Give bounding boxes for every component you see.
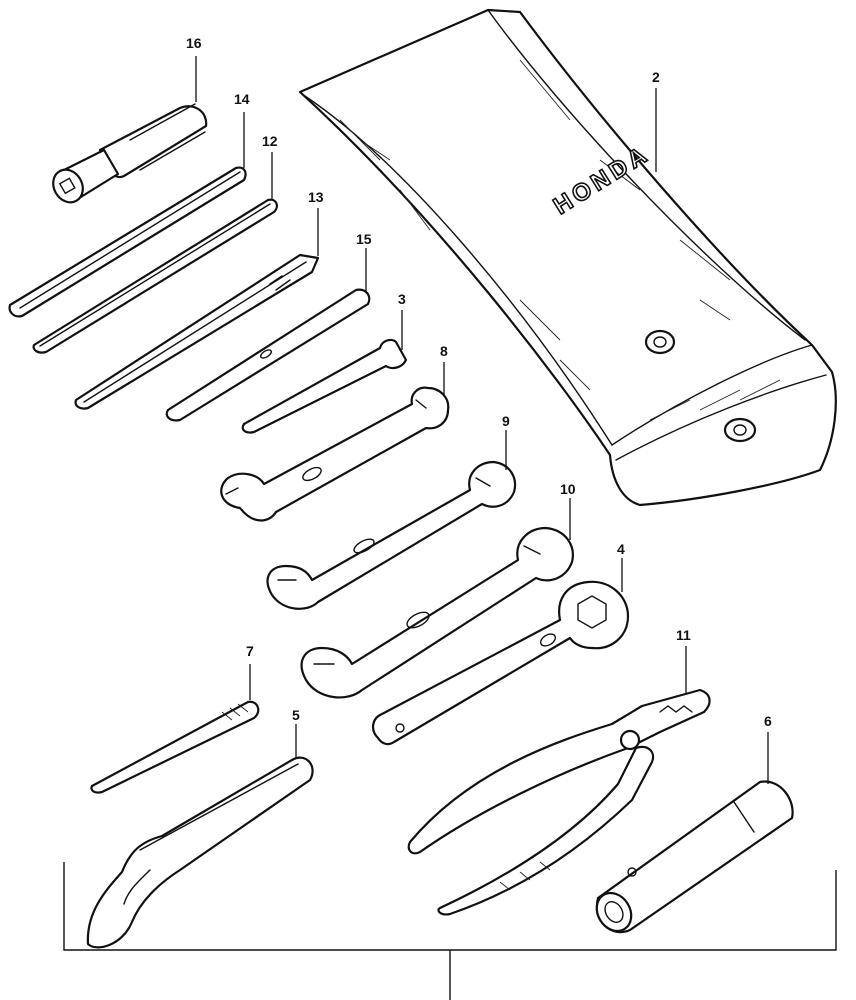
callout-3: 3 <box>398 291 406 307</box>
snap-button-upper <box>644 329 676 355</box>
flat-bar <box>165 288 371 422</box>
callout-13: 13 <box>308 189 324 205</box>
callout-9: 9 <box>502 413 510 429</box>
callout-14: 14 <box>234 91 250 107</box>
open-end-wrench-9 <box>266 460 517 610</box>
small-wrench <box>241 338 408 434</box>
pliers <box>407 688 711 916</box>
tool-bag: HONDA <box>298 8 837 507</box>
open-end-wrench-10 <box>300 526 574 699</box>
callout-labels: 16 14 12 13 15 3 8 9 10 4 11 7 5 6 2 <box>186 35 772 729</box>
screwdriver-blade-flat <box>8 166 247 318</box>
hook-spanner <box>86 756 314 949</box>
socket-wrench <box>595 780 794 934</box>
callout-2: 2 <box>652 69 660 85</box>
callout-15: 15 <box>356 231 372 247</box>
callout-12: 12 <box>262 133 278 149</box>
screwdriver-blade-phillips <box>32 198 278 354</box>
callout-4: 4 <box>617 541 625 557</box>
callout-6: 6 <box>764 713 772 729</box>
snap-button-lower <box>723 417 757 443</box>
callout-7: 7 <box>246 643 254 659</box>
assembly-bracket <box>63 862 837 1000</box>
callout-11: 11 <box>676 627 691 643</box>
open-end-wrench-8 <box>220 386 450 522</box>
screwdriver-long <box>74 253 320 410</box>
callout-16: 16 <box>186 35 202 51</box>
screwdriver-handle <box>52 103 208 204</box>
callout-5: 5 <box>292 707 300 723</box>
box-wrench <box>372 580 630 746</box>
leader-lines <box>195 56 769 784</box>
flat-blade-tool <box>90 700 260 794</box>
callout-10: 10 <box>560 481 576 497</box>
callout-8: 8 <box>440 343 448 359</box>
